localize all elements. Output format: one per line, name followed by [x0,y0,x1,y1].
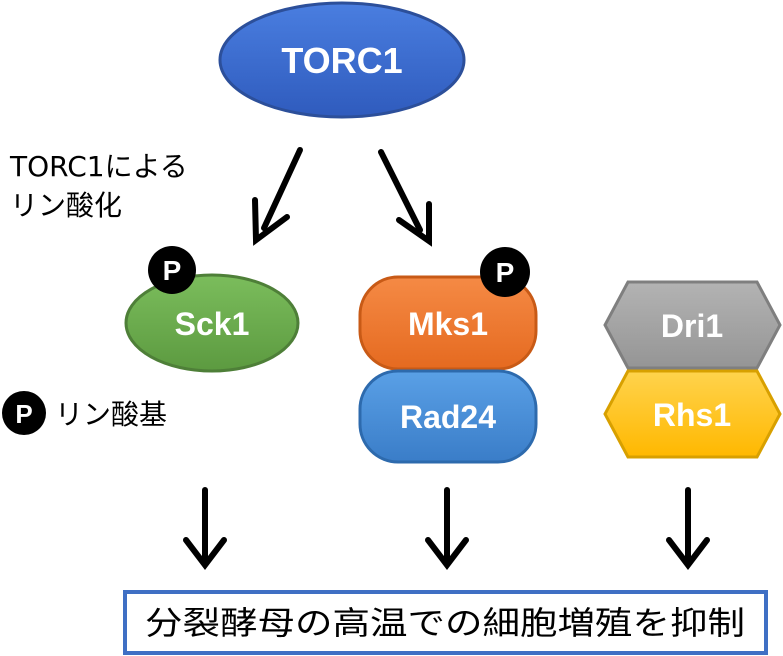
mks1-node: Mks1 [358,275,538,371]
torc1-ellipse [218,1,466,119]
rad24-box [358,369,538,464]
sck1-node: Sck1 [124,273,300,373]
phospho-badge-mks1: P [480,247,530,297]
outcome-box: 分裂酵母の高温での細胞増殖を抑制 [123,590,768,655]
phospho-badge-sck1: P [148,246,196,294]
arrow-sck1-down [183,487,227,570]
arrow-torc1-to-sck1 [252,147,303,246]
legend: P リン酸基 [2,391,167,435]
annotation-line1: TORC1による [9,150,188,183]
torc1-node: TORC1 [218,1,466,119]
annotation-line2: リン酸化 [10,189,122,222]
rad24-node: Rad24 [358,369,538,464]
rhs1-node: Rhs1 [603,369,782,459]
phospho-badge-sck1-label: P [163,255,182,286]
rad24-label: Rad24 [400,399,496,435]
mks1-box [358,275,538,371]
arrow-torc1-to-mks1 [378,149,432,247]
dri1-node: Dri1 [603,280,782,370]
phospho-badge-mks1-label: P [496,257,515,288]
mks1-label: Mks1 [408,306,488,342]
legend-text: リン酸基 [55,398,167,431]
legend-badge [2,391,46,435]
dri1-label: Dri1 [661,308,723,344]
arrow-dri1-down [666,487,710,570]
sck1-ellipse [124,273,300,373]
outcome-border [123,590,768,655]
dri1-hexagon [603,280,782,370]
legend-badge-label: P [15,399,32,429]
sck1-label: Sck1 [175,306,250,342]
outcome-text: 分裂酵母の高温での細胞増殖を抑制 [145,604,745,642]
arrow-mks1-down [425,487,469,570]
rhs1-hexagon [603,369,782,459]
rhs1-label: Rhs1 [653,397,731,433]
torc1-label: TORC1 [281,40,402,81]
